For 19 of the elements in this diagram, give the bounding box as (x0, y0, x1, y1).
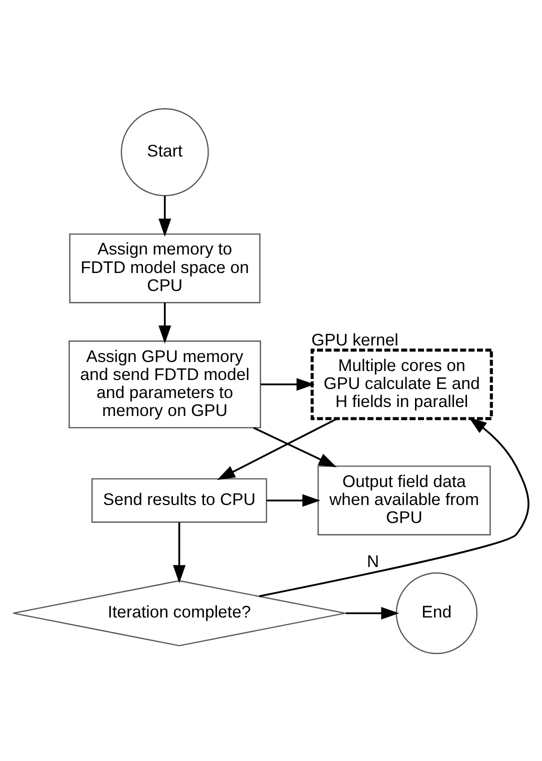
edge-label: N (366, 551, 380, 570)
arrow (172, 522, 186, 583)
arrow (266, 494, 320, 506)
arrow (260, 378, 315, 390)
arrow (217, 417, 338, 480)
node-box: Send results to CPU (91, 478, 268, 522)
arrow (158, 195, 172, 236)
arrow (346, 606, 400, 620)
arrow (253, 426, 337, 467)
node-diamond: Iteration complete? (12, 580, 346, 646)
arrow (158, 302, 172, 344)
node-box: Assign GPU memory and send FDTD model and parameters to memory on GPU (68, 340, 262, 428)
node-box: Assign memory to FDTD model space on CPU (69, 232, 260, 303)
arrow (258, 416, 530, 597)
node-box: Multiple cores on GPU calculate E and H fields in parallel (310, 348, 493, 420)
node-circle: Start (120, 108, 209, 196)
node-label: GPU kernel (311, 330, 398, 350)
node-circle: End (396, 572, 478, 654)
node-box: Output field data when available from GPU (318, 465, 491, 535)
